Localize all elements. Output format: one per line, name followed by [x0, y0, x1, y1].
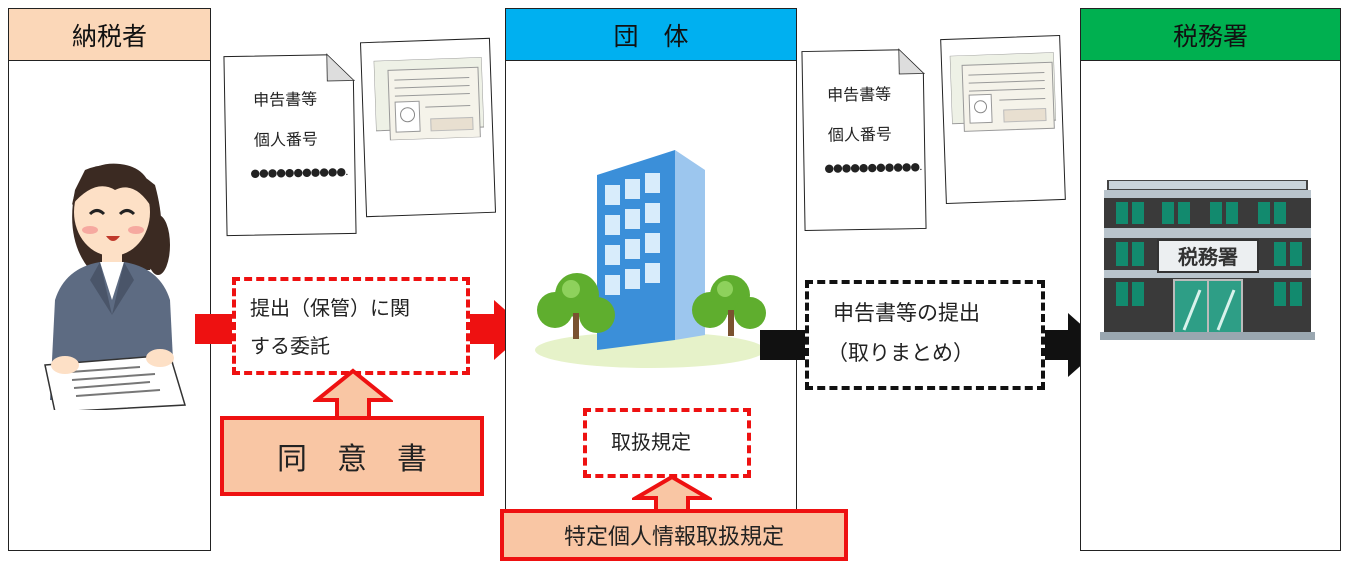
- right-doc-line3: ●●●●●●●●●●●.: [824, 160, 922, 175]
- rules-box: 取扱規定: [583, 408, 751, 478]
- folded-corner-icon: [898, 47, 925, 75]
- left-arrow-shaft-2: [466, 314, 496, 344]
- consent-up-arrow-icon: [313, 368, 393, 420]
- left-id-card-document: [359, 37, 497, 218]
- left-doc-line2: 個人番号: [253, 129, 319, 150]
- taxpayer-person-illustration: [44, 163, 186, 410]
- right-arrow-shaft-2: [1040, 330, 1070, 360]
- id-card-icon: [949, 52, 1057, 132]
- specific-rules-text: 特定個人情報取扱規定: [563, 525, 784, 550]
- submission-line1: 申告書等の提出: [833, 301, 980, 325]
- tax-office-building-illustration: 税務署: [1100, 180, 1315, 340]
- right-declaration-document: 申告書等 個人番号 ●●●●●●●●●●●.: [801, 47, 927, 232]
- left-doc-line3: ●●●●●●●●●●●.: [250, 165, 348, 180]
- consent-form-label: 同 意 書: [220, 416, 484, 496]
- submission-box: 申告書等の提出 （取りまとめ）: [805, 280, 1045, 390]
- tax-office-sign-text: 税務署: [1178, 245, 1238, 269]
- folded-corner-icon: [326, 52, 355, 82]
- right-id-card-document: [940, 34, 1066, 205]
- tax-office-title: 税務署: [1172, 22, 1248, 51]
- right-arrow-shaft: [760, 330, 810, 360]
- office-building-illustration: [535, 150, 766, 368]
- delegation-line1: 提出（保管）に関: [250, 296, 410, 320]
- tax-office-header: 税務署: [1080, 8, 1341, 62]
- submission-line2: （取りまとめ）: [827, 341, 974, 365]
- right-doc-line1: 申告書等: [827, 84, 892, 105]
- rules-up-arrow-icon: [632, 474, 712, 514]
- left-declaration-document: 申告書等 個人番号 ●●●●●●●●●●●.: [223, 52, 357, 237]
- id-card-icon: [373, 57, 485, 141]
- right-doc-line2: 個人番号: [827, 124, 893, 145]
- left-doc-line1: 申告書等: [253, 89, 318, 110]
- taxpayer-title: 納税者: [71, 22, 147, 51]
- delegation-line2: する委託: [250, 334, 330, 358]
- organization-header: 団 体: [505, 8, 797, 62]
- rules-text: 取扱規定: [611, 430, 691, 454]
- organization-title: 団 体: [613, 22, 689, 51]
- specific-rules-label: 特定個人情報取扱規定: [500, 509, 848, 561]
- delegation-box: 提出（保管）に関 する委託: [232, 277, 470, 375]
- taxpayer-header: 納税者: [8, 8, 211, 62]
- consent-form-text: 同 意 書: [277, 442, 427, 477]
